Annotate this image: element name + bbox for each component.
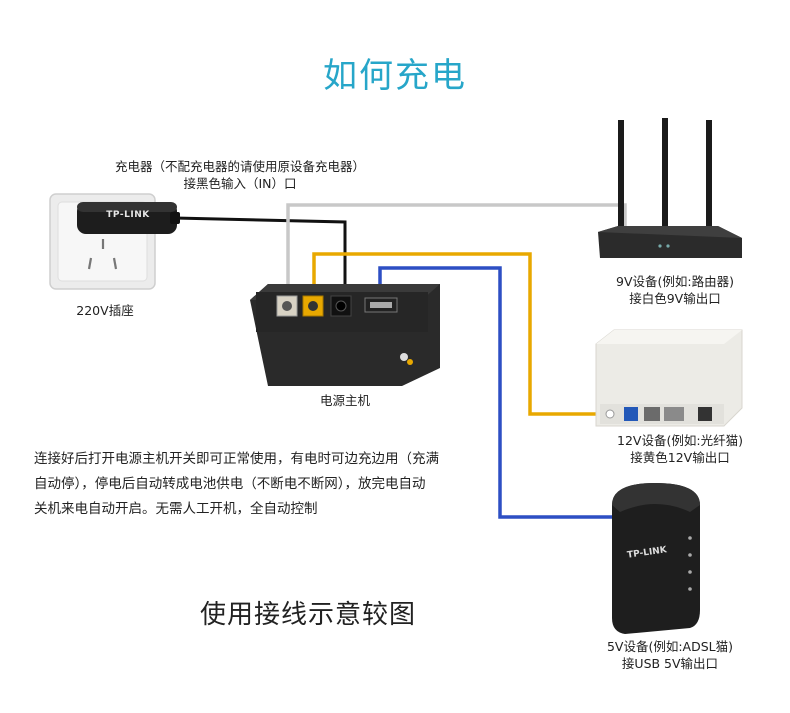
power-unit: [250, 284, 440, 386]
router-device: [598, 118, 742, 258]
ont-label-line2: 接黄色12V输出口: [630, 450, 730, 465]
description-line2: 自动停），停电后自动转成电池供电（不断电不断网），放完电自动: [34, 476, 426, 492]
adsl-modem-device: [612, 483, 700, 634]
black-input-wire: [174, 216, 347, 292]
router-label: 9V设备(例如:路由器) 接白色9V输出口: [585, 273, 765, 307]
modem-label-line2: 接USB 5V输出口: [621, 656, 719, 671]
router-label-line2: 接白色9V输出口: [629, 291, 721, 306]
power-unit-label: 电源主机: [319, 393, 370, 408]
description-line1: 连接好后打开电源主机开关即可正常使用，有电时可边充边用（充满: [34, 451, 439, 467]
diagram-caption: 使用接线示意较图: [200, 600, 417, 630]
charger-brand: TP-LINK: [106, 210, 150, 220]
charger-adapter: [77, 202, 180, 234]
ont-device: [595, 329, 743, 427]
page-title: 如何充电: [323, 56, 467, 96]
blue-5v-wire: [378, 266, 612, 519]
usage-description: 连接好后打开电源主机开关即可正常使用，有电时可边充边用（充满 自动停），停电后自…: [34, 447, 499, 522]
description-line3: 关机来电自动开启。无需人工开机，全自动控制: [34, 501, 318, 517]
modem-label: 5V设备(例如:ADSL猫) 接USB 5V输出口: [575, 638, 765, 672]
charger-label: 充电器（不配充电器的请使用原设备充电器） 接黑色输入（IN）口: [95, 158, 385, 192]
modem-label-line1: 5V设备(例如:ADSL猫): [606, 639, 734, 654]
ont-label-line1: 12V设备(例如:光纤猫): [617, 433, 743, 448]
yellow-12v-wire: [312, 252, 605, 416]
white-9v-wire: [286, 203, 627, 292]
router-label-line1: 9V设备(例如:路由器): [616, 274, 734, 289]
charger-label-line1: 充电器（不配充电器的请使用原设备充电器）: [114, 159, 365, 174]
socket-label: 220V插座: [76, 303, 134, 318]
ont-label: 12V设备(例如:光纤猫) 接黄色12V输出口: [585, 432, 775, 466]
charger-label-line2: 接黑色输入（IN）口: [183, 176, 297, 191]
